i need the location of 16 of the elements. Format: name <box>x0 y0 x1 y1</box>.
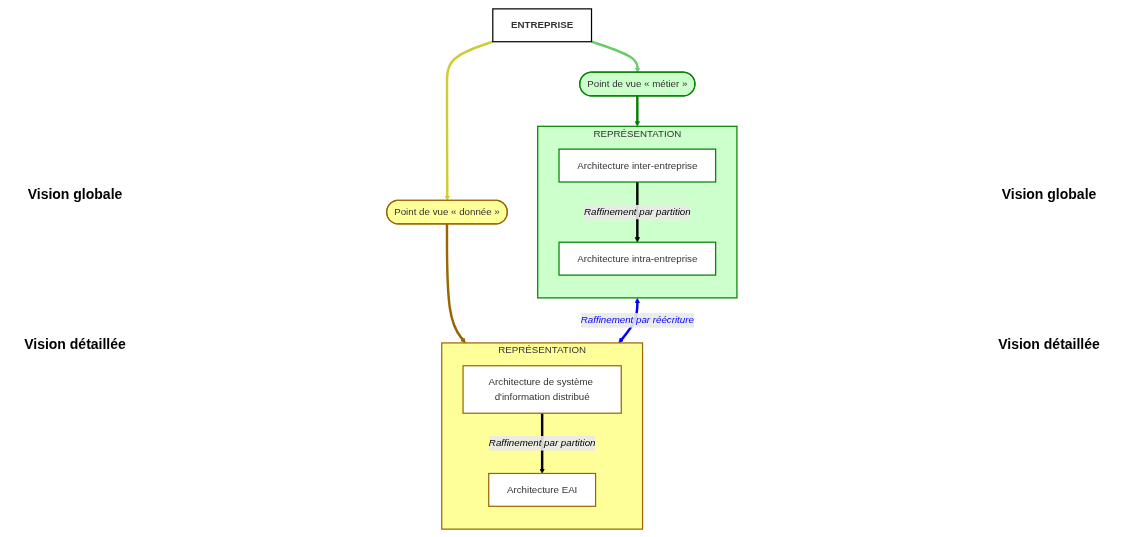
node-box: Architecture inter-entreprise <box>558 148 717 183</box>
arrow <box>634 95 641 127</box>
edge-label: Raffinement par partition <box>489 437 596 448</box>
arrow <box>591 40 641 73</box>
node-box: Architecture de système d'information distribué <box>462 364 623 414</box>
edge-label: Raffinement par partition <box>584 206 691 217</box>
arrow <box>444 40 494 201</box>
arrow <box>445 223 466 343</box>
side-label: Vision détaillée <box>23 335 127 352</box>
edge-label: Raffinement par réécriture <box>580 314 695 325</box>
side-label: Vision détaillée <box>997 335 1101 352</box>
node-box: Architecture EAI <box>488 472 597 507</box>
node-box: Architecture intra-entreprise <box>558 241 717 276</box>
side-label: Vision globale <box>26 185 124 202</box>
side-label: Vision globale <box>1000 185 1098 202</box>
node-box: ENTREPRISE <box>492 7 593 42</box>
